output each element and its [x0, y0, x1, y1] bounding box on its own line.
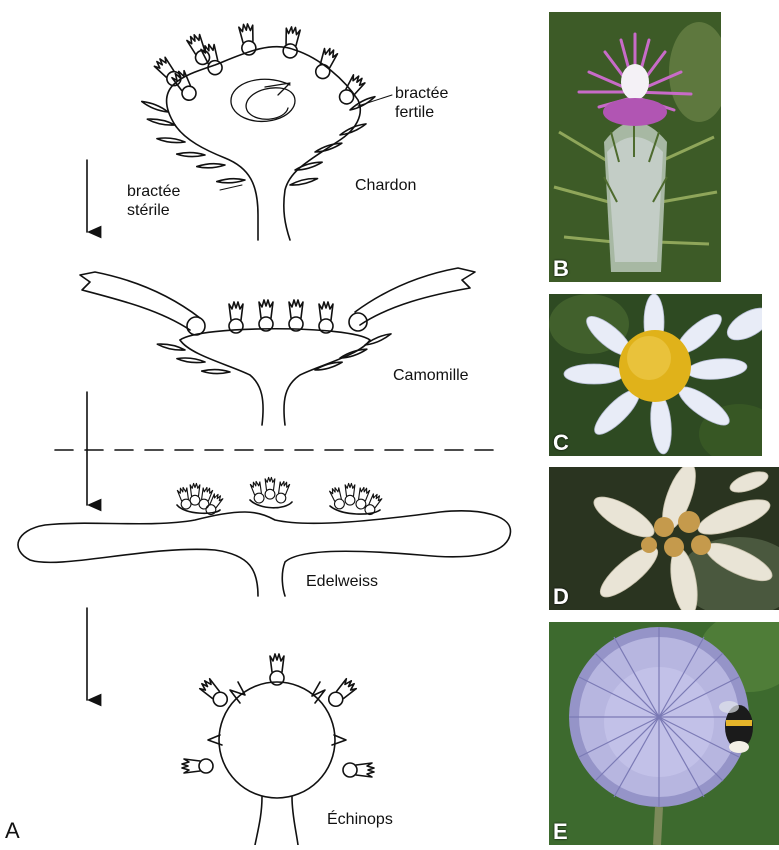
diagram-svg — [0, 0, 545, 845]
photo-echinops: E — [549, 622, 779, 845]
label-echinops: Échinops — [327, 810, 393, 829]
label-bract-sterile: bractée stérile — [127, 182, 180, 220]
camomille-figure — [80, 268, 475, 425]
photo-edelweiss: D — [549, 467, 779, 610]
edelweiss-figure — [18, 477, 510, 596]
echinops-image — [549, 622, 779, 845]
photo-label-e: E — [553, 819, 568, 845]
label-camomille: Camomille — [393, 366, 469, 385]
photo-label-b: B — [553, 256, 569, 282]
photo-label-d: D — [553, 584, 569, 610]
chamomile-image — [549, 294, 762, 456]
photo-thistle: B — [549, 12, 721, 282]
label-bract-fertile: bractée fertile — [395, 84, 448, 122]
label-edelweiss: Edelweiss — [306, 572, 378, 591]
photo-label-c: C — [553, 430, 569, 456]
photo-chamomile: C — [549, 294, 762, 456]
edelweiss-image — [549, 467, 779, 610]
label-chardon: Chardon — [355, 176, 416, 195]
thistle-image — [549, 12, 721, 282]
diagram-inflorescence-evolution: bractée fertile bractée stérile Chardon … — [0, 0, 545, 845]
panel-label-a: A — [5, 818, 20, 844]
